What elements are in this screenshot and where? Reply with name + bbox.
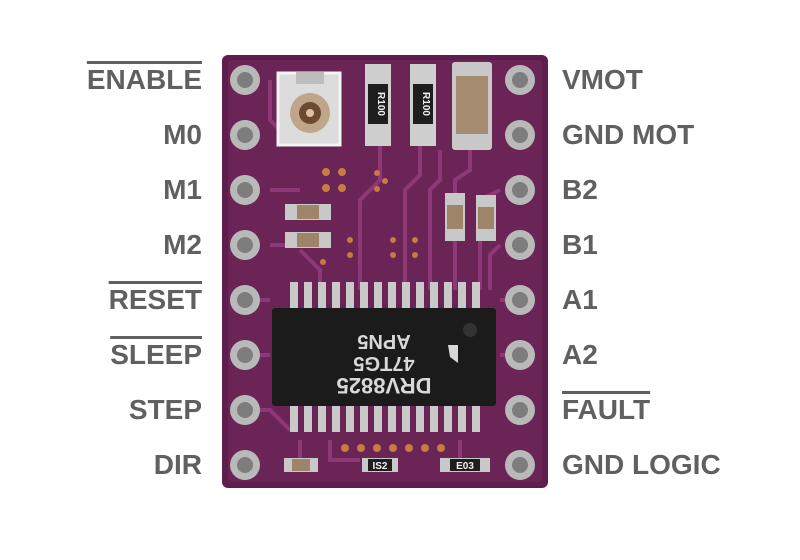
pin-label-m2: M2 [163,229,202,260]
svg-text:IS2: IS2 [372,461,387,472]
bottom-smd-parts: IS2 E03 [284,458,490,472]
ceramic-capacitors [445,193,496,241]
pin-label-m1: M1 [163,174,202,205]
pin-label-a2: A2 [562,339,598,370]
pin-label-gnd-logic: GND LOGIC [562,449,721,480]
left-pin-header [230,65,260,480]
pin-label-gnd-mot: GND MOT [562,119,695,150]
pin-label-a1: A1 [562,284,598,315]
ic-pins-bottom [290,404,480,432]
bulk-capacitor [452,62,492,150]
potentiometer [276,71,342,147]
svg-text:47TG5: 47TG5 [353,352,414,374]
svg-text:R100: R100 [420,92,431,116]
svg-text:DRV8825: DRV8825 [337,373,432,398]
pin-label-step: STEP [128,394,202,425]
pin-label-fault: FAULT [562,394,651,425]
sense-resistor-2: R100 [410,64,436,146]
pin-label-m0: M0 [163,119,202,150]
right-pin-header [505,65,535,480]
vias [320,168,418,265]
svg-text:E03: E03 [456,461,474,472]
svg-text:R100: R100 [375,92,386,116]
svg-text:APN5: APN5 [357,330,410,352]
sense-resistor-1: R100 [365,64,391,146]
pin-label-b2: B2 [562,174,598,205]
pin-label-b1: B1 [562,229,598,260]
pin-label-enable: ENABLE [86,64,202,95]
pin-label-sleep: SLEEP [110,339,202,370]
pin-label-reset: RESET [108,284,202,315]
bottom-vias [341,444,445,452]
smd-capacitors-left [285,204,331,248]
pin-label-dir: DIR [153,449,202,480]
drv8825-chip: APN5 47TG5 DRV8825 [272,308,496,406]
pin-label-vmot: VMOT [562,64,643,95]
ti-logo-icon [448,345,458,363]
ic-pins-top [290,282,480,310]
